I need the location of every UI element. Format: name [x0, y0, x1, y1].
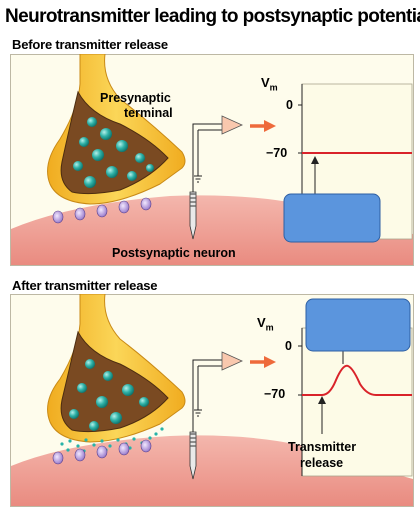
blue-box	[283, 193, 381, 243]
graph-1-y-axis-label: Vm	[261, 75, 278, 93]
receptors-2	[52, 439, 152, 465]
page-title: Neurotransmitter leading to postsynaptic…	[5, 6, 420, 27]
up-arrow-icon	[311, 156, 319, 164]
synaptic-vesicles-2	[69, 359, 149, 431]
amplifier-icon-2	[221, 351, 243, 371]
panel-1-heading: Before transmitter release	[12, 37, 168, 52]
graph-2-tick-minus70: −70	[264, 387, 286, 401]
voltage-graph-2	[298, 327, 413, 477]
transmitter-release-label-line1: Transmitter	[288, 440, 357, 454]
terminal-cytoplasm-2	[60, 330, 169, 433]
panel-2-illustration	[10, 294, 414, 507]
graph-2-tick-0: 0	[285, 339, 292, 353]
terminal-cytoplasm	[60, 90, 169, 195]
panel-2-heading: After transmitter release	[12, 278, 158, 293]
graph-1-tick-0: 0	[286, 98, 293, 112]
presynaptic-label-line1: Presynaptic	[100, 91, 171, 105]
graph-2-y-axis-label: Vm	[257, 315, 274, 333]
recording-electrode-2	[189, 351, 243, 480]
presynaptic-label-line2: terminal	[124, 106, 173, 120]
orange-arrow-icon-2	[250, 356, 276, 368]
postsynaptic-neuron-label: Postsynaptic neuron	[112, 246, 236, 260]
synaptic-vesicles	[73, 117, 154, 188]
postsynaptic-potential-trace	[302, 364, 412, 396]
panel-1-illustration	[10, 54, 414, 266]
recording-electrode	[189, 115, 243, 240]
up-arrow-icon-2	[318, 396, 326, 404]
blue-box-2	[305, 298, 411, 352]
receptors	[52, 197, 152, 224]
graph-1-tick-minus70: −70	[266, 146, 288, 160]
orange-arrow-icon	[250, 120, 276, 132]
transmitter-release-label-line2: release	[300, 456, 344, 470]
amplifier-icon	[221, 115, 243, 135]
